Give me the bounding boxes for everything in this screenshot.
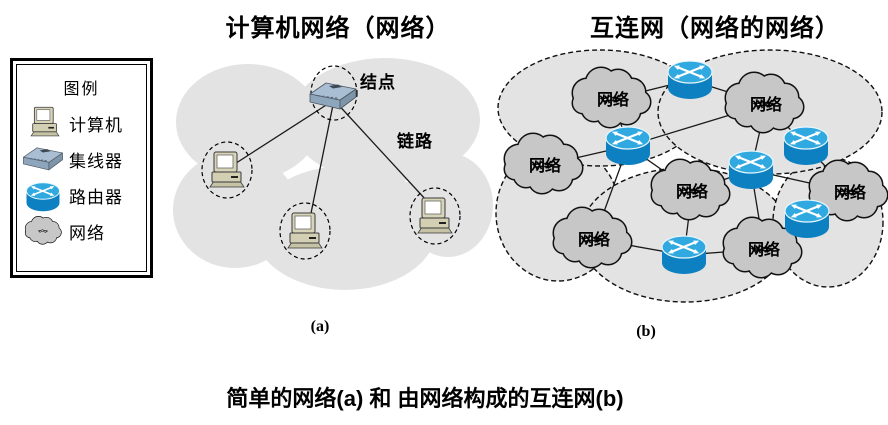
legend-box: 图例 计算机 集线器 路由器 网络 [10,58,153,278]
legend-frame: 图例 计算机 集线器 路由器 网络 [12,60,151,276]
network-cloud-icon: 网络 [722,216,803,279]
network-cloud-label: 网络 [529,156,561,175]
legend-item-router: 路由器 [21,177,142,213]
router-icon [783,126,829,165]
computer-icon [209,151,245,188]
legend-item-computer: 计算机 [21,105,142,141]
router-icon [21,177,69,213]
legend-item-label: 集线器 [69,151,123,171]
sublabel-a: (a) [310,318,330,335]
link-label: 链路 [397,132,433,151]
diagram-a-title: 计算机网络（网络） [225,16,451,42]
diagram-b: 网络网络网络网络网络网络网络 [495,49,888,303]
network-cloud-icon [21,213,69,249]
cloud-a-lobe [176,64,320,180]
diagram-a [173,58,493,290]
router-icon [728,150,774,189]
network-cloud-label: 网络 [750,95,782,114]
link-line [333,99,439,214]
hub-icon [23,147,63,171]
diagram-b-title: 互连网（网络的网络） [590,16,840,42]
network-cloud-label: 网络 [578,230,610,249]
network-cloud-label: 网络 [748,240,780,259]
host-dashed-circle [279,202,331,260]
router-icon [784,199,830,238]
network-cloud-label: 网络 [834,183,866,202]
network-cloud-icon: 网络 [571,66,652,129]
router-icon [667,60,713,99]
network-cloud-label: 网络 [676,182,708,201]
legend-item-label: 计算机 [69,115,123,135]
legend-item-hub: 集线器 [21,141,142,177]
computer-icon [21,105,69,141]
computer-icon [30,106,60,137]
link-line [307,99,335,229]
hub-icon [309,82,357,110]
host-dashed-circle [201,141,253,199]
legend-title: 图例 [63,81,100,98]
router-icon [26,182,60,212]
network-cloud-icon: 网络 [503,132,584,195]
computer-icon [287,212,323,249]
network-cloud-icon: 网络 [552,206,633,269]
network-cloud-icon: 网络 [724,71,805,134]
network-cloud-label: 网络 [597,90,629,109]
computer-icon [417,197,453,234]
node-label: 结点 [360,73,396,92]
network-cloud-icon: 网络 [650,158,731,221]
host-dashed-circle [409,187,461,245]
legend-item-network: 网络 [21,213,142,249]
legend-item-label: 网络 [69,223,105,243]
hub-icon [21,141,69,177]
network-cloud-icon: 网络 [808,159,888,222]
cloud-a-lobe [253,166,437,290]
network-cloud-icon [24,216,62,245]
cloud-a-lobe [403,153,493,257]
router-icon [605,126,651,165]
router-icon [661,235,707,274]
legend-item-label: 路由器 [69,187,123,207]
figure-caption: 简单的网络(a) 和 由网络构成的互连网(b) [226,386,624,411]
sublabel-b: (b) [636,323,656,340]
